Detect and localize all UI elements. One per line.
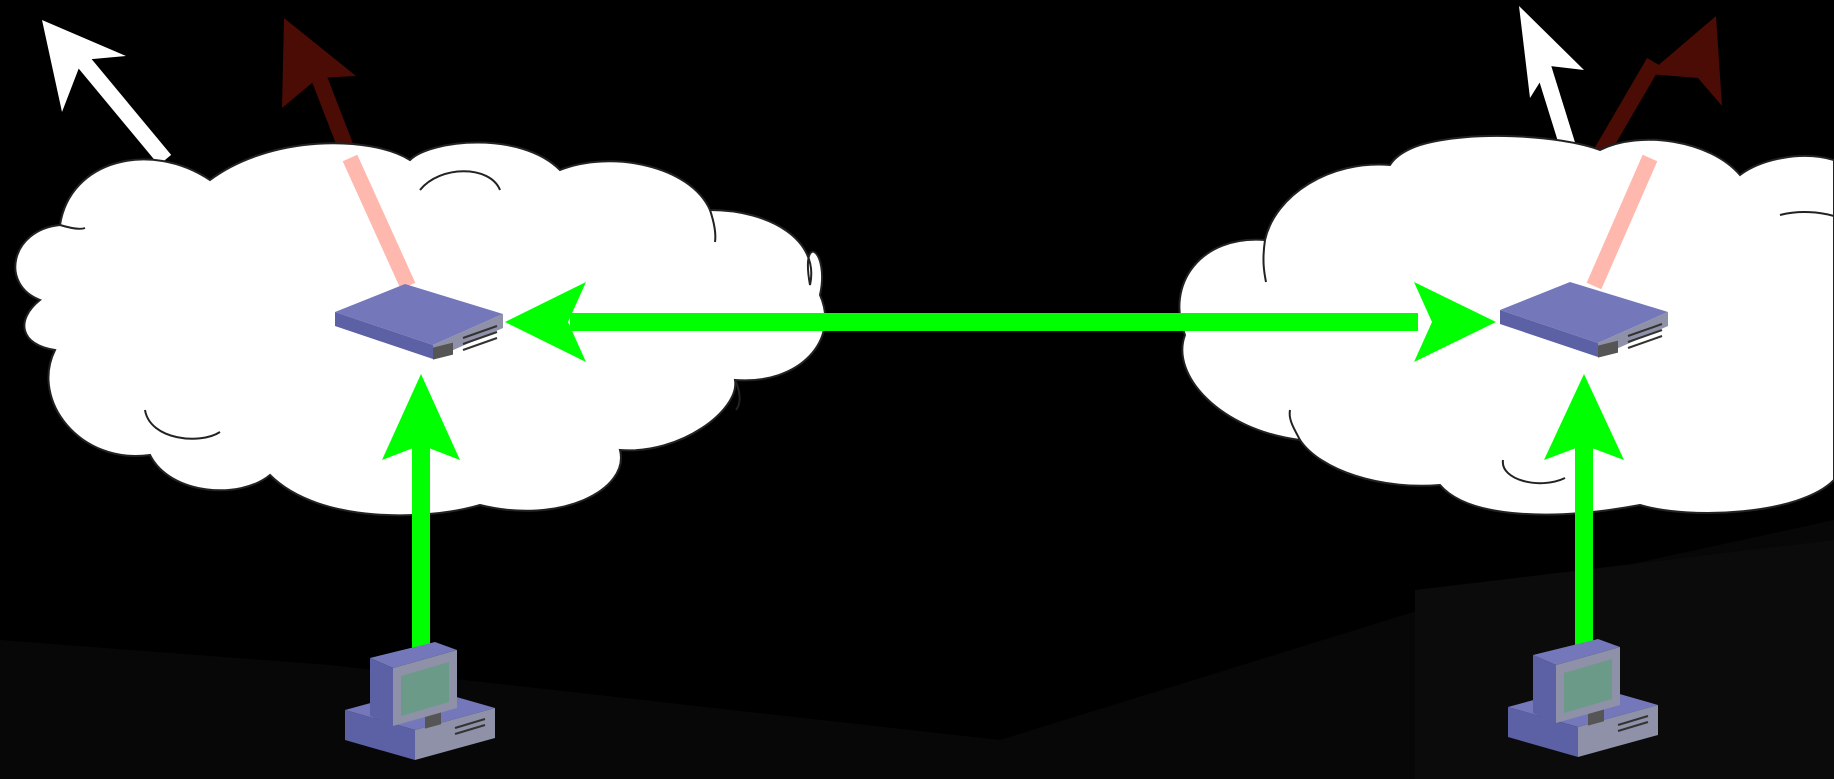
outbound-arrow-dark-right (1598, 16, 1722, 158)
outbound-arrow-white-left (42, 20, 165, 160)
outbound-arrow-dark-left (282, 18, 356, 158)
outbound-arrow-white-right (1519, 6, 1584, 150)
